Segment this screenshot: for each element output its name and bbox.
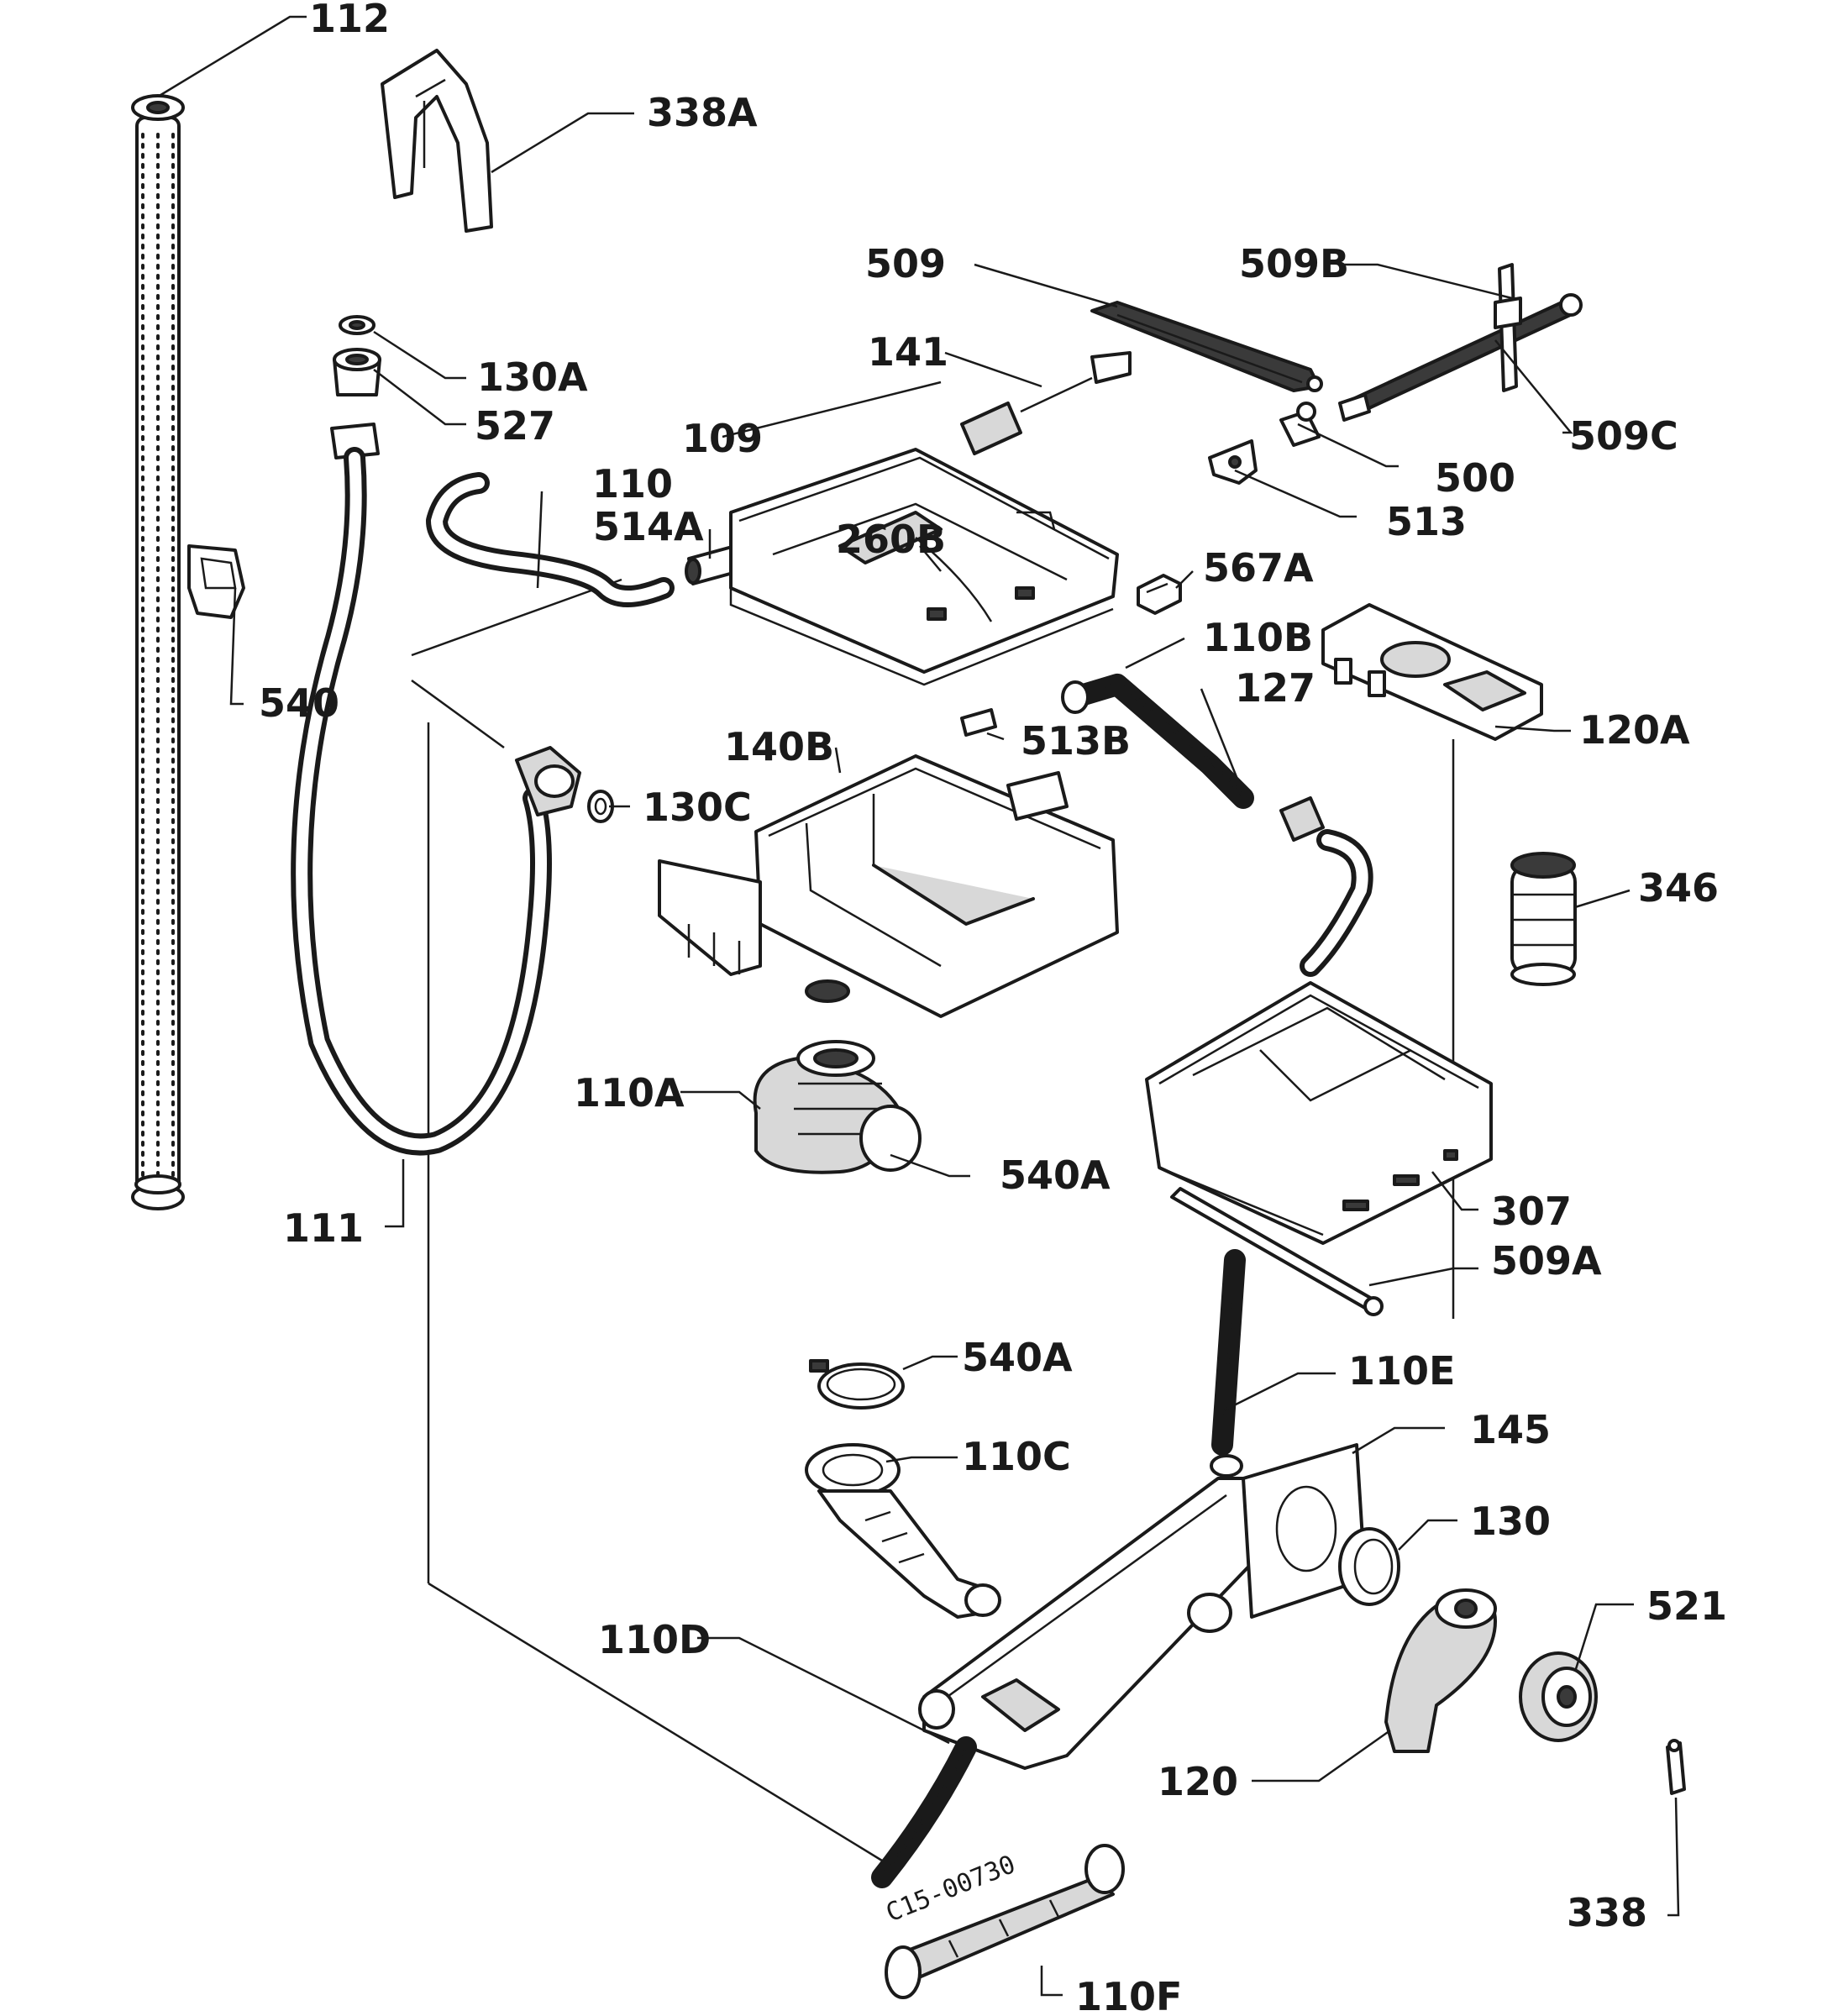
bend-120 [1384,1588,1497,1753]
bellows-110a [753,1040,922,1174]
panel-frame-109 [729,448,1119,686]
dispenser-lid-120a [1321,603,1543,741]
clamp-540a-bottom [809,1359,905,1410]
label-509: 509 [865,241,946,286]
label-130c: 130C [643,785,752,830]
washer-130c [587,790,614,823]
label-509b: 509B [1239,241,1349,286]
dispenser-housing-140b [658,754,1119,1018]
part-labels: 112 338A 509 509B 141 130A 527 509C 109 … [259,0,1727,2016]
hose-clip-540 [187,544,245,619]
clip-567a [1137,574,1182,615]
label-140b: 140B [724,724,834,769]
label-540a-bottom: 540A [962,1335,1073,1380]
label-110b: 110B [1203,615,1313,660]
clip-513b [960,708,997,737]
label-540a-top: 540A [1000,1152,1111,1198]
hose-110b [1061,674,1254,809]
label-127: 127 [1235,665,1315,711]
dispenser-drawer-307 [1145,981,1493,1245]
filter-527 [333,348,381,396]
label-500: 500 [1435,455,1515,501]
label-110e: 110E [1348,1348,1455,1394]
label-527: 527 [475,403,555,449]
bellow-110c [805,1443,1001,1619]
label-514a: 514A [593,504,704,549]
rod-509c [1338,293,1583,422]
label-141: 141 [868,329,948,375]
label-513: 513 [1386,499,1467,544]
switch-141 [960,351,1132,455]
connector-127 [1279,796,1373,977]
drain-hose-112 [131,94,185,1210]
label-346: 346 [1638,865,1719,911]
label-110: 110 [592,461,673,507]
leader-lines [157,15,1680,1997]
label-109: 109 [682,416,763,461]
label-110a: 110A [574,1070,685,1116]
clip-338 [1666,1739,1686,1795]
label-540: 540 [259,680,339,726]
hose-110e [1211,1249,1246,1456]
label-110d: 110D [598,1617,711,1662]
bellows-346 [1510,852,1577,986]
label-111: 111 [283,1205,364,1251]
label-521: 521 [1646,1583,1727,1629]
lever-509 [1090,301,1323,392]
gasket-130 [1338,1527,1400,1606]
label-338: 338 [1567,1890,1647,1935]
hose-110 [426,472,675,607]
label-130: 130 [1470,1499,1551,1544]
label-338a: 338A [647,90,758,135]
label-130a: 130A [477,354,588,400]
fitting-514a [685,544,741,585]
hose-guide-338a [381,49,493,233]
hose-110d [871,1736,977,1888]
label-260b: 260B [836,517,946,562]
label-145: 145 [1470,1407,1551,1452]
filter-521 [1519,1651,1598,1742]
label-112: 112 [309,0,390,41]
label-513b: 513B [1021,718,1131,764]
label-509a: 509A [1491,1238,1602,1284]
label-110f: 110F [1075,1974,1182,2016]
inlet-hose-111 [291,423,581,1156]
label-509c: 509C [1569,413,1678,459]
label-110c: 110C [962,1434,1071,1479]
label-120: 120 [1158,1759,1238,1804]
label-120a: 120A [1579,707,1690,753]
sump-145 [918,1443,1367,1770]
washer-130a [339,315,375,335]
label-567a: 567A [1203,545,1314,591]
switch-500 [1279,402,1321,447]
rod-509a [1170,1187,1384,1316]
label-307: 307 [1491,1189,1572,1234]
pipe-110f [885,1844,1125,1999]
